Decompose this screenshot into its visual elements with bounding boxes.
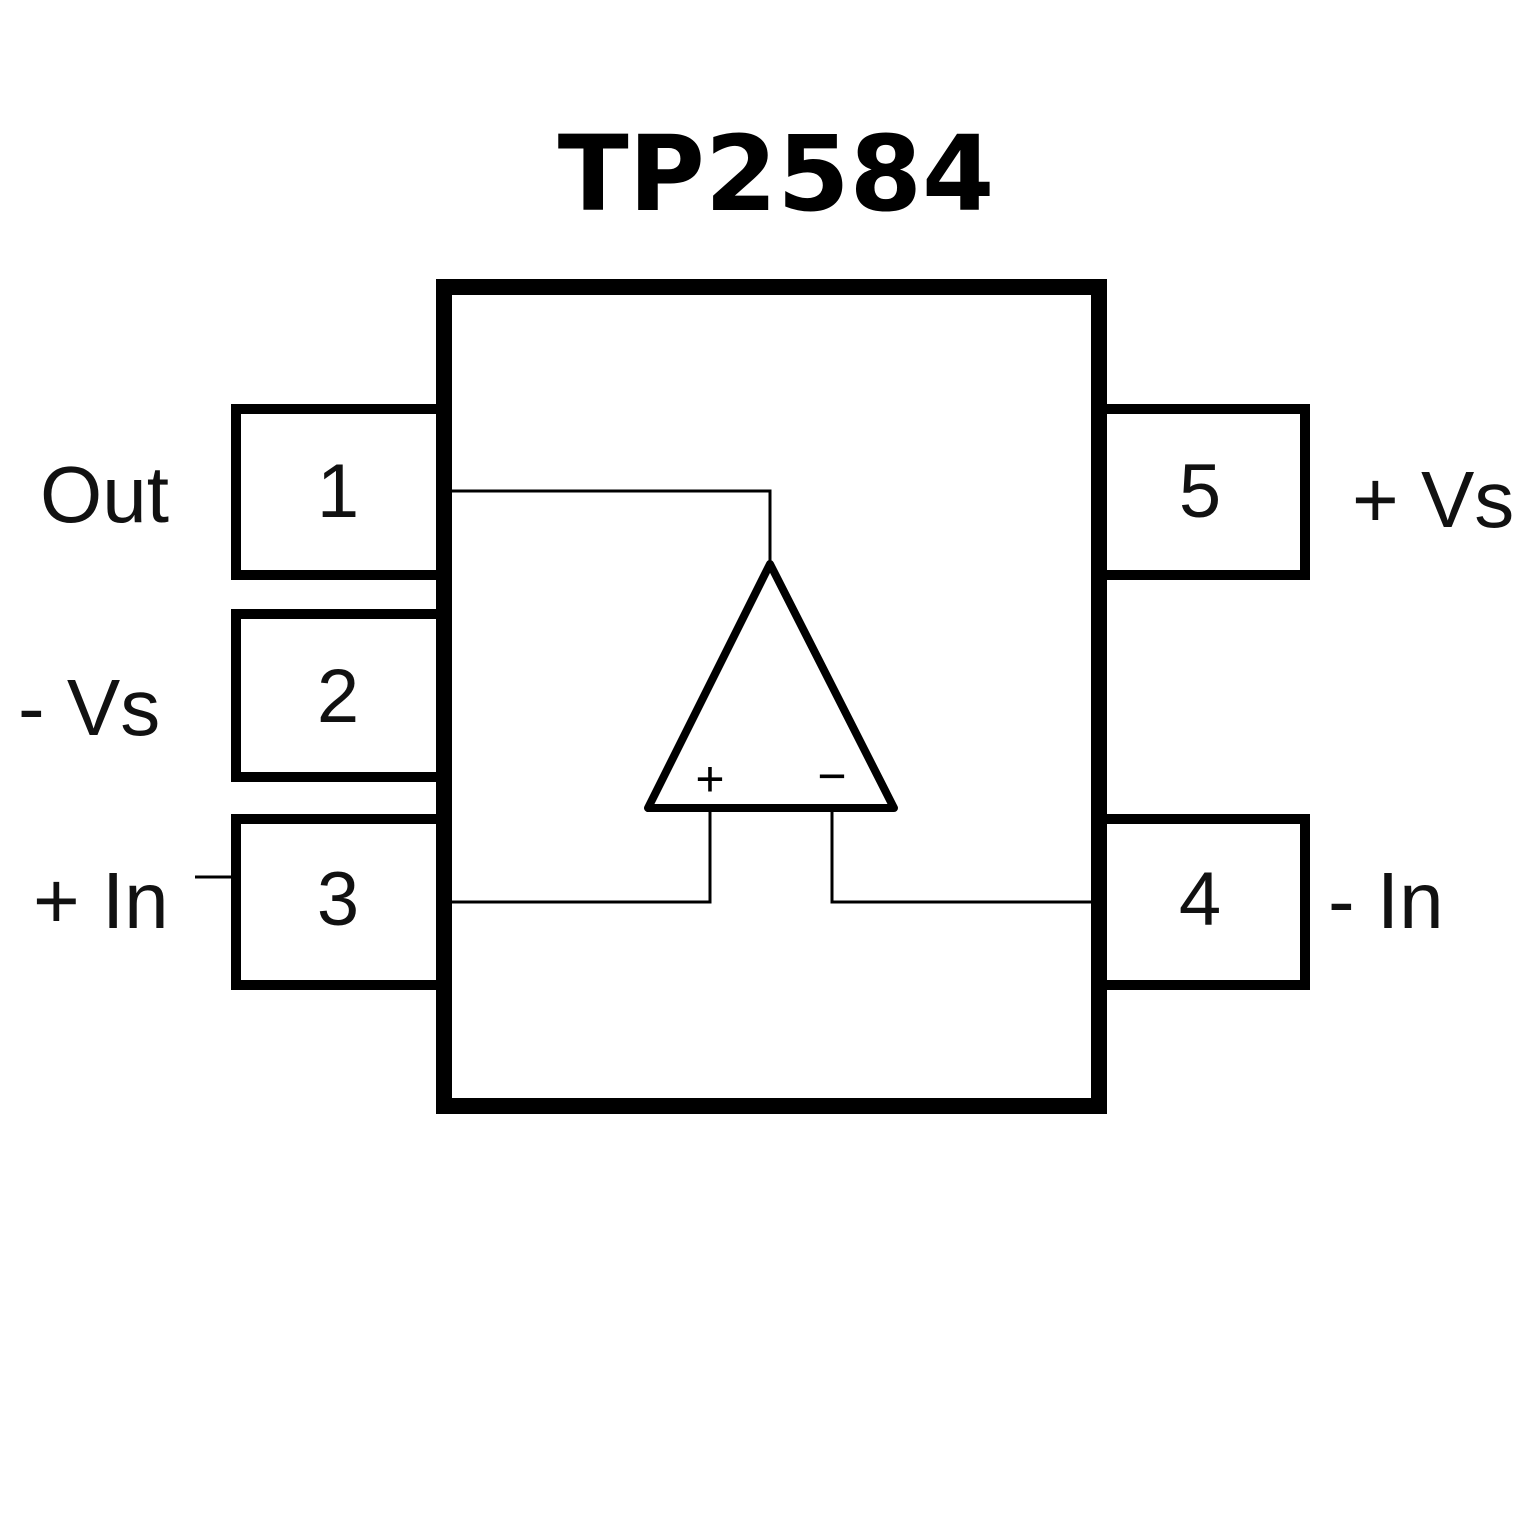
opamp-triangle	[644, 560, 898, 812]
pin-3-label: + In	[33, 856, 169, 945]
plus-symbol: +	[695, 751, 724, 807]
wires	[195, 489, 1092, 904]
pin-2-box	[231, 609, 437, 782]
pin-5-label: + Vs	[1352, 455, 1514, 544]
chip-title: TP2584	[558, 113, 995, 235]
pin-3-number: 3	[317, 857, 359, 942]
pin-2-number: 2	[317, 654, 359, 739]
pin-1-box	[231, 404, 437, 580]
pin-4-label: - In	[1328, 856, 1444, 945]
pin-5-number: 5	[1179, 449, 1221, 534]
pin-1-number: 1	[317, 449, 359, 534]
pin-3-box	[231, 814, 437, 990]
pin-4-number: 4	[1179, 857, 1221, 942]
minus-symbol: −	[817, 748, 846, 804]
minus-input-wire	[830, 808, 1092, 904]
pin-1-label: Out	[40, 450, 169, 539]
pin-boxes	[231, 404, 1310, 990]
pin-4-box	[1107, 814, 1310, 990]
pin-5-box	[1107, 404, 1310, 580]
output-wire	[452, 489, 772, 562]
plus-input-wire	[452, 808, 712, 904]
chip-body	[436, 279, 1107, 1114]
pin-2-label: - Vs	[18, 663, 160, 752]
